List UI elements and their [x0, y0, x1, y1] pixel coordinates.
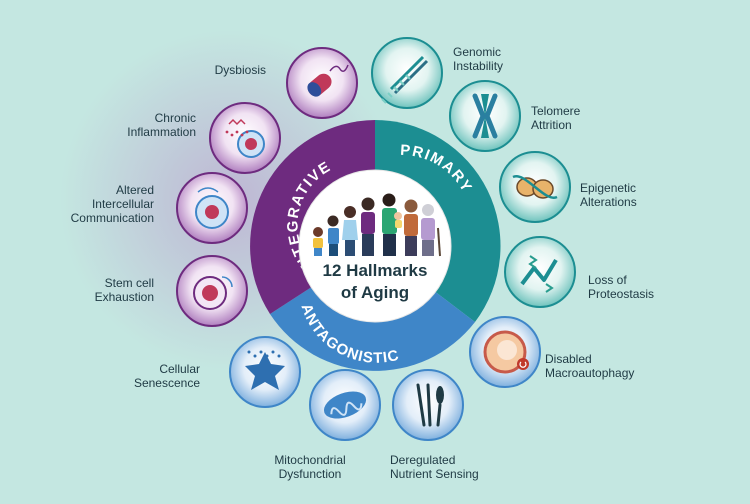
label-stem-cell-exhaustion: Stem cell Exhaustion [94, 276, 154, 304]
autophagosome-icon [483, 330, 529, 374]
bubble-genomic [371, 37, 443, 109]
label-chronic-inflammation: Chronic Inflammation [127, 111, 196, 139]
bubble-autophagy [469, 316, 541, 388]
immune-cell-icon [225, 118, 265, 158]
bacterium-icon [307, 64, 349, 97]
label-telomere-attrition: Telomere Attrition [531, 104, 581, 132]
label-loss-of-proteostasis: Loss of Proteostasis [588, 273, 655, 301]
protein-icon [520, 255, 558, 293]
cell-signal-icon [195, 187, 229, 229]
bubble-proteostasis [504, 236, 576, 308]
hallmark-bubbles [176, 37, 576, 441]
label-genomic-instability: Genomic Instability [453, 45, 504, 73]
label-cellular-senescence: Cellular Senescence [133, 362, 200, 390]
nucleosome-icon [512, 175, 558, 199]
bubble-epigenetic [499, 151, 571, 223]
center-title-line2: of Aging [341, 283, 409, 302]
label-mitochondrial-dysfunction: Mitochondrial Dysfunction [274, 453, 346, 481]
bubble-intercellular [176, 172, 248, 244]
people-illustration-icon [313, 193, 441, 257]
bubble-mito [309, 369, 381, 441]
bubble-stem [176, 255, 248, 327]
label-dysbiosis: Dysbiosis [214, 63, 266, 77]
bubble-nutrient [392, 369, 464, 441]
bubble-telomere [449, 80, 521, 152]
cutlery-icon [416, 383, 444, 427]
bubble-dysbiosis [286, 47, 358, 119]
chromosome-icon [472, 93, 498, 139]
bubble-proteostasis-circle [504, 236, 576, 308]
senescent-cell-icon [245, 350, 285, 390]
center-title-line1: 12 Hallmarks [323, 261, 428, 280]
label-altered-intercellular-communication: Altered Intercellular Communication [70, 183, 154, 225]
label-disabled-macroautophagy: Disabled Macroautophagy [545, 352, 635, 380]
label-epigenetic-alterations: Epigenetic Alterations [580, 181, 637, 209]
mitochondria-icon [323, 391, 367, 419]
dna-helix-icon [381, 55, 429, 104]
bubble-inflammation [209, 102, 281, 174]
label-deregulated-nutrient-sensing: Deregulated Nutrient Sensing [390, 453, 479, 481]
stem-cell-icon [193, 276, 233, 310]
bubble-senescence [229, 336, 301, 408]
